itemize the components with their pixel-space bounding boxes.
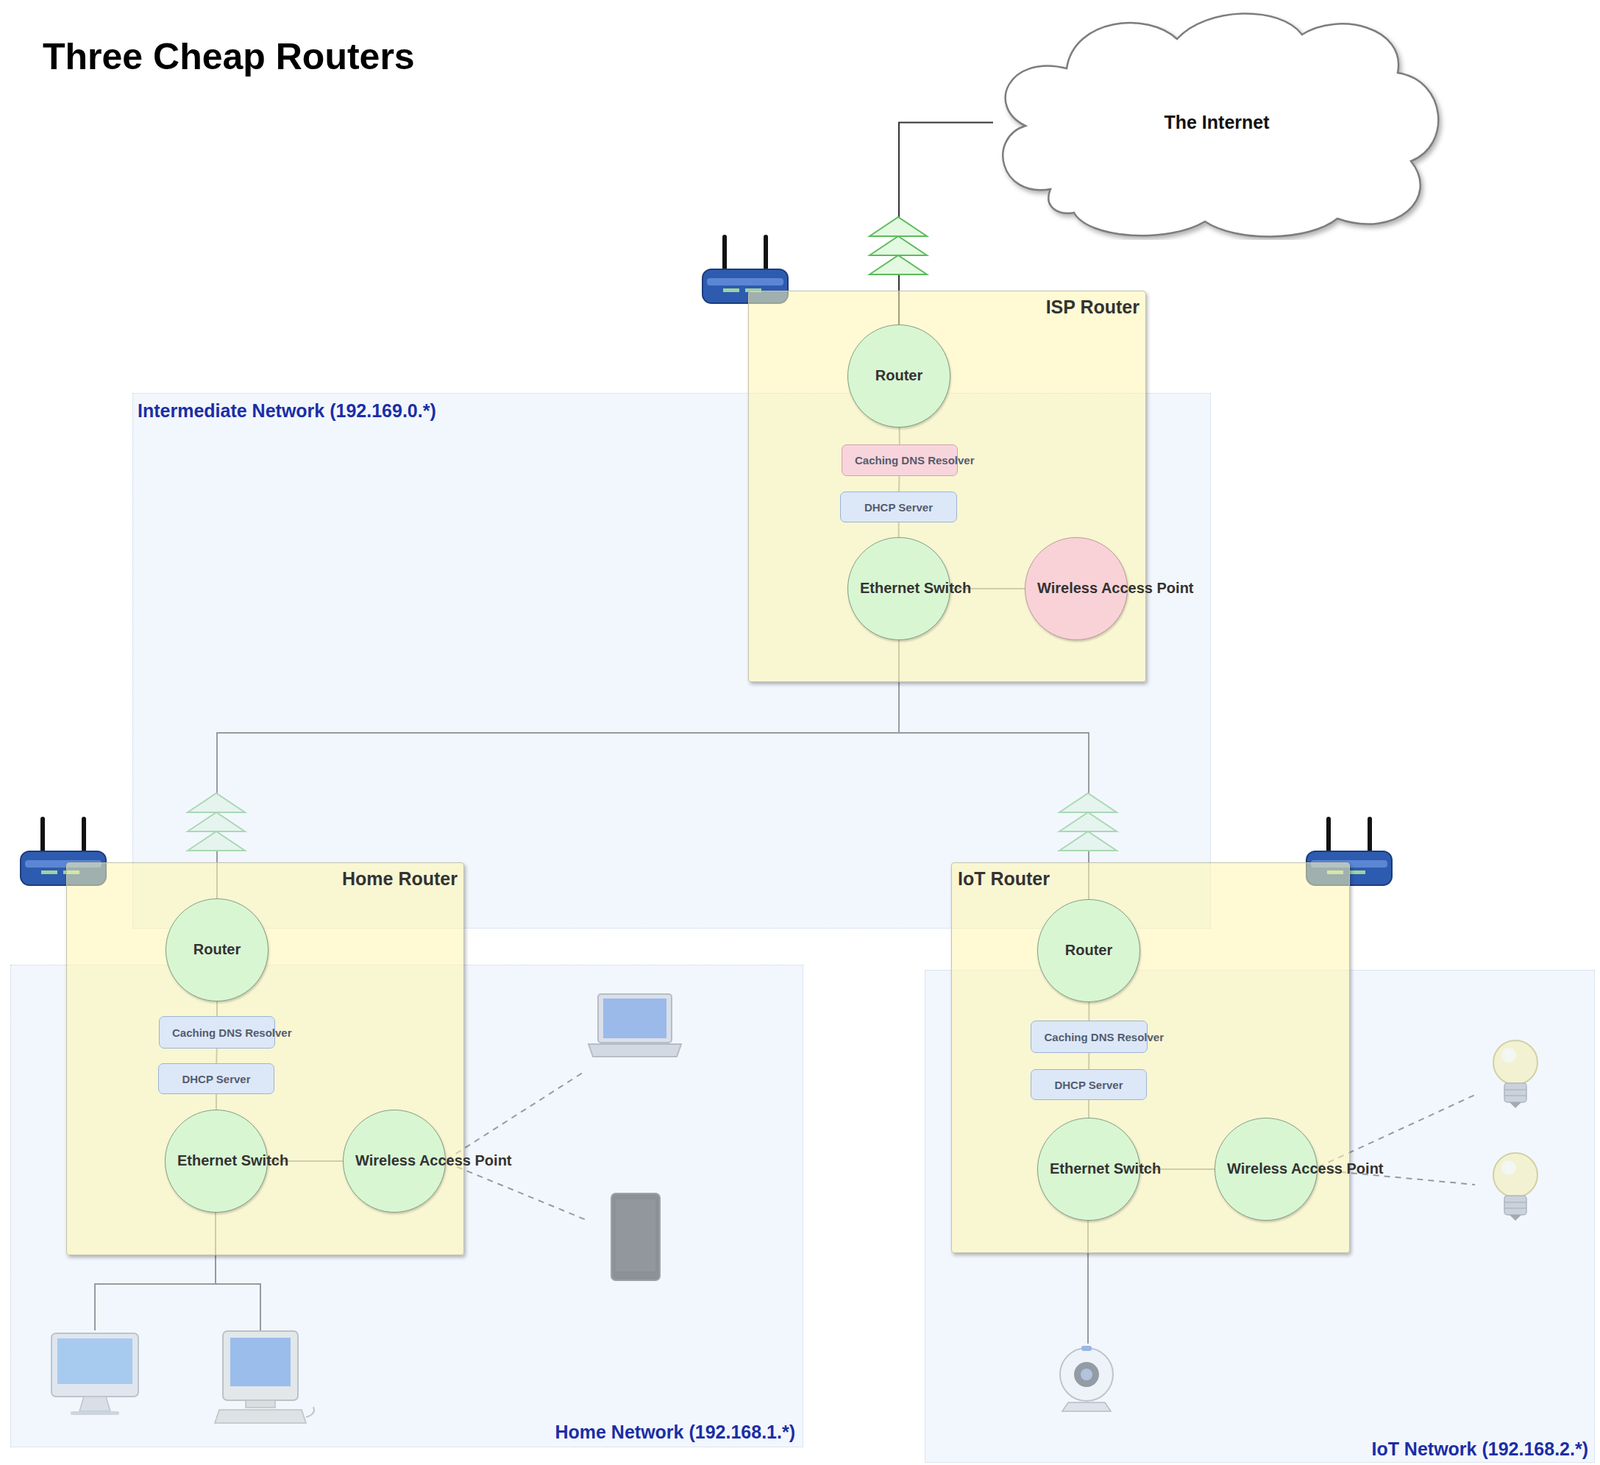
- router-box: Home RouterRouterCaching DNS ResolverDHC…: [66, 862, 465, 1255]
- network-label: Home Network (192.168.1.*): [554, 1421, 796, 1443]
- node-label: Wireless Access Point: [1227, 1160, 1306, 1178]
- node-label: Ethernet Switch: [859, 580, 938, 597]
- node-label: Wireless Access Point: [355, 1152, 434, 1169]
- node-label: Router: [875, 367, 923, 384]
- router-label: IoT Router: [957, 868, 1050, 890]
- node-label: Caching DNS Resolver: [172, 1026, 262, 1038]
- router-label: ISP Router: [1046, 297, 1140, 318]
- function-circle: Ethernet Switch: [164, 1109, 268, 1213]
- function-circle: Wireless Access Point: [342, 1109, 446, 1213]
- service-box: Caching DNS Resolver: [158, 1015, 276, 1049]
- network-label: Intermediate Network (192.169.0.*): [137, 400, 437, 422]
- router-box: IoT RouterRouterCaching DNS ResolverDHCP…: [951, 862, 1350, 1253]
- node-label: Caching DNS Resolver: [854, 454, 945, 466]
- function-circle: Ethernet Switch: [1037, 1117, 1141, 1221]
- network-label: IoT Network (192.168.2.*): [1371, 1438, 1589, 1460]
- function-circle: Ethernet Switch: [847, 537, 951, 640]
- function-circle: Router: [1037, 898, 1141, 1002]
- node-label: Ethernet Switch: [177, 1152, 256, 1169]
- function-circle: Router: [847, 324, 951, 428]
- diagram-title: Three Cheap Routers: [42, 36, 415, 78]
- node-label: Caching DNS Resolver: [1044, 1031, 1135, 1043]
- node-label: The Internet: [1163, 111, 1269, 134]
- service-box: Caching DNS Resolver: [841, 444, 958, 476]
- node-label: Router: [1065, 942, 1113, 959]
- service-box: Caching DNS Resolver: [1030, 1020, 1148, 1053]
- node-label: DHCP Server: [864, 501, 933, 513]
- function-circle: Wireless Access Point: [1214, 1117, 1318, 1221]
- node-label: DHCP Server: [1054, 1079, 1123, 1091]
- service-box: DHCP Server: [1030, 1068, 1147, 1100]
- service-box: DHCP Server: [158, 1062, 275, 1094]
- node-label: Wireless Access Point: [1037, 580, 1116, 597]
- firewall-symbol: [869, 217, 927, 275]
- cloud-shape: The Internet: [984, 5, 1450, 240]
- node-label: Router: [193, 941, 241, 958]
- node-label: DHCP Server: [181, 1073, 251, 1085]
- service-box: DHCP Server: [840, 491, 958, 523]
- function-circle: Wireless Access Point: [1024, 537, 1128, 640]
- function-circle: Router: [165, 898, 269, 1002]
- node-label: Ethernet Switch: [1049, 1160, 1128, 1178]
- router-label: Home Router: [342, 868, 458, 890]
- router-box: ISP RouterRouterCaching DNS ResolverDHCP…: [748, 290, 1147, 682]
